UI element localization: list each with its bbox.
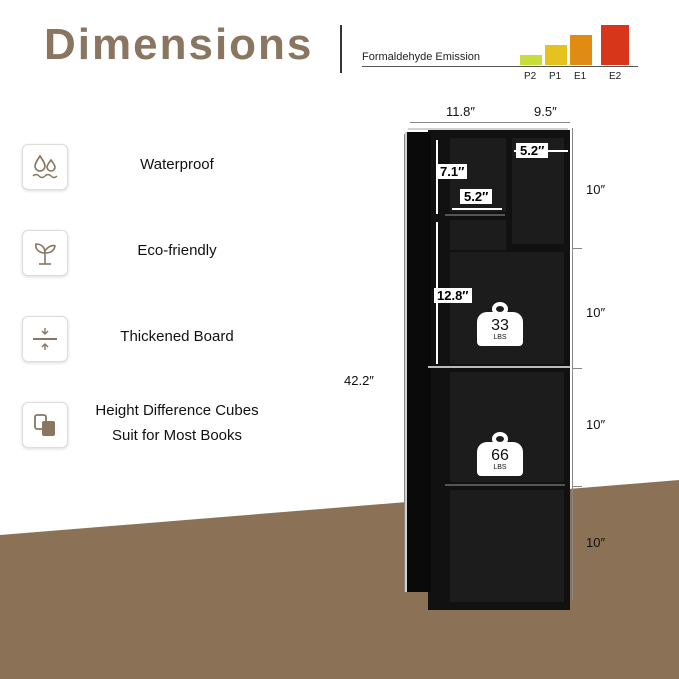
page-title: Dimensions [44,20,314,69]
formaldehyde-label: Formaldehyde Emission [362,51,480,63]
feature-eco-friendly: Eco-friendly [137,242,217,259]
total-height-label: 42.2″ [344,373,374,388]
feature-height-difference-line1: Height Difference Cubes [95,402,259,419]
water-drops-icon [22,144,68,190]
section-tick-2 [572,368,582,369]
books-icon [22,402,68,448]
formaldehyde-caption-e1: E1 [574,71,587,82]
title-divider [340,25,342,73]
section-guide [572,128,573,600]
section-3-label: 10″ [586,417,606,432]
formaldehyde-caption-p2: P2 [524,71,537,82]
inner-height-large-label: 12.8″ [434,288,472,303]
sprout-icon [22,230,68,276]
inner-width-mid-arrow [452,208,502,210]
section-tick-3 [572,486,582,487]
inner-height-small-label: 7.1″ [437,164,468,179]
side-edge [405,132,407,592]
formaldehyde-bar-e2 [601,25,629,65]
section-4-label: 10″ [586,535,606,550]
depth-label: 9.5″ [534,104,557,119]
feature-waterproof: Waterproof [140,156,214,173]
bookcase-side [405,132,431,592]
shelf-line-bottom [445,484,565,486]
cell-gap [450,220,506,250]
formaldehyde-caption-e2: E2 [609,71,622,82]
shelf-line-small [445,214,505,216]
formaldehyde-bar-e1 [570,35,592,65]
width-label: 11.8″ [446,104,475,119]
weight-value: 33 [491,316,509,334]
top-edge [408,128,568,130]
board-thickness-icon [22,316,68,362]
section-1-label: 10″ [586,182,606,197]
width-guide [410,122,520,123]
depth-guide [520,122,570,123]
weight-body: 66 LBS [477,442,523,476]
inner-width-top-label: 5.2″ [516,143,549,158]
weight-badge-33: 33 LBS [477,302,523,346]
floor-background [0,480,679,679]
weight-badge-66: 66 LBS [477,432,523,476]
weight-unit: LBS [493,333,507,341]
cell-bottom [450,490,564,602]
formaldehyde-baseline [362,66,638,67]
height-guide [404,134,405,592]
weight-unit: LBS [493,463,507,471]
formaldehyde-bar-p1 [545,45,567,65]
feature-thickened-board: Thickened Board [120,328,234,345]
section-2-label: 10″ [586,305,606,320]
inner-width-mid-label: 5.2″ [460,189,493,204]
feature-height-difference-line2: Suit for Most Books [111,427,243,444]
formaldehyde-bar-p2 [520,55,542,65]
weight-body: 33 LBS [477,312,523,346]
module-split [428,366,570,368]
weight-value: 66 [491,446,509,464]
section-tick-1 [572,248,582,249]
formaldehyde-caption-p1: P1 [549,71,562,82]
